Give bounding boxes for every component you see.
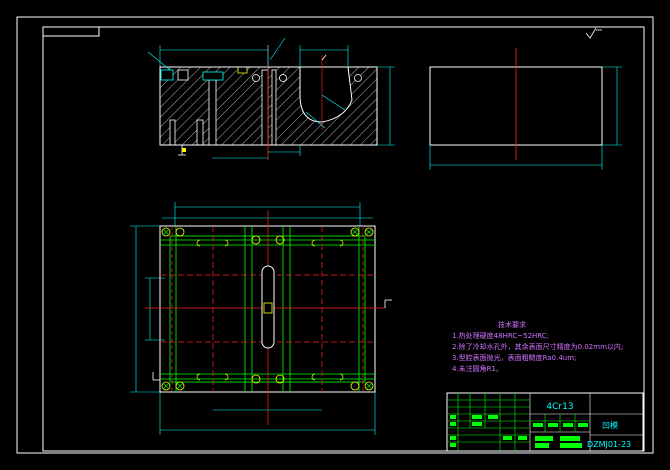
section-dimensions <box>147 37 395 159</box>
plan-dimensions <box>130 202 376 435</box>
tech-note-2: 2.除了冷却水孔外，其余表面尺寸精度为0.02mm以内; <box>452 342 623 351</box>
inner-drawing-frame <box>42 26 645 452</box>
side-view-dimensions <box>429 66 622 170</box>
tech-notes: 技术要求 1.热处理硬度48HRC~52HRC; 2.除了冷却水孔外，其余表面尺… <box>452 320 623 373</box>
plan-rails <box>160 226 375 392</box>
tech-note-1: 1.热处理硬度48HRC~52HRC; <box>452 331 549 340</box>
drawing-number-label: DZMJ01-23 <box>587 440 631 449</box>
material-label: 4Cr13 <box>546 402 573 412</box>
section-markers <box>152 299 392 381</box>
plan-inner-frame <box>169 235 366 383</box>
water-hole-3 <box>354 74 362 82</box>
plan-hole-crosses <box>162 228 373 390</box>
slot-cut-5 <box>196 119 204 146</box>
side-view <box>429 27 622 170</box>
slot-cut-4 <box>169 119 176 146</box>
slot-cut-3 <box>271 69 277 146</box>
plan-center-slot <box>261 265 275 349</box>
top-notch-3 <box>202 71 224 81</box>
slot-cut-1 <box>208 79 217 146</box>
plan-view <box>130 202 392 435</box>
top-notch-4 <box>237 66 248 74</box>
title-block-label-marks <box>450 415 588 448</box>
title-block: 4Cr13 凹模 DZMJ01-23 <box>446 392 644 452</box>
corner-label-box <box>42 26 100 37</box>
water-hole-1 <box>252 74 260 82</box>
part-name-label: 凹模 <box>602 420 618 430</box>
section-view <box>147 37 395 160</box>
title-block-grid <box>447 393 590 451</box>
tech-note-4: 4.未注圆角R1。 <box>452 364 503 373</box>
outer-sheet-border <box>16 16 654 454</box>
top-notch-1 <box>160 69 174 81</box>
plan-outline <box>159 225 376 393</box>
slot-cut-2 <box>261 69 269 146</box>
tech-note-3: 3.型腔表面抛光，表面粗糙度Ra0.4um; <box>452 353 576 362</box>
top-notch-2 <box>177 69 189 81</box>
plan-screw-holes <box>161 227 374 391</box>
plan-water-channels <box>196 239 344 381</box>
water-hole-2 <box>279 74 287 82</box>
tech-notes-title: 技术要求 <box>498 320 526 329</box>
section-outline <box>159 66 378 146</box>
